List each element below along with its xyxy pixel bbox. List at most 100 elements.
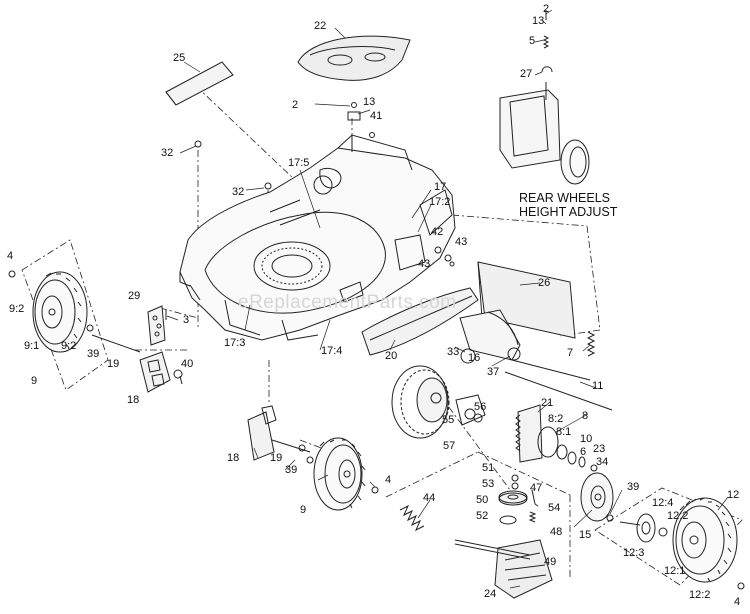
part-callout: 43	[455, 236, 468, 248]
part-18-bracket-left	[139, 351, 183, 393]
part-callout: 24	[484, 588, 497, 600]
part-22-cover	[297, 35, 411, 81]
part-callout: 20	[385, 350, 398, 362]
part-callout: 49	[544, 556, 557, 568]
part-callout: 47	[530, 482, 543, 494]
drive-gear-stack	[515, 404, 598, 472]
part-callout: 4	[385, 474, 392, 486]
part-callout: 19	[270, 452, 283, 464]
part-callout: 9:2	[9, 303, 25, 315]
part-callout: 7	[567, 347, 574, 359]
part-callout: 42	[431, 226, 444, 238]
watermark: eReplacementParts.com	[238, 292, 457, 313]
part-callout: 4	[7, 250, 14, 262]
part-callout: 43	[418, 258, 431, 270]
part-callout: 9	[31, 375, 38, 387]
part-callout: 33	[447, 346, 460, 358]
part-42-43-hardware	[434, 246, 455, 267]
part-callout: 13	[532, 15, 545, 27]
inset-height-adjust	[499, 10, 590, 185]
part-callout: 44	[423, 492, 436, 504]
part-callout: 41	[370, 110, 383, 122]
front-wheel-center	[306, 437, 379, 511]
part-55-56-bearing	[455, 394, 486, 426]
part-callout: 15	[579, 529, 592, 541]
part-callout: 8:2	[548, 413, 564, 425]
part-11-cable	[504, 371, 613, 411]
part-20-baffle	[361, 287, 479, 356]
part-callout: 27	[520, 68, 533, 80]
rear-axle-assembly	[459, 309, 591, 381]
part-callout: 10	[580, 433, 593, 445]
part-callout: 17:5	[288, 157, 310, 169]
part-callout: 4	[734, 596, 741, 608]
inset-caption-line2: HEIGHT ADJUST	[519, 205, 618, 219]
part-callout: 54	[548, 502, 561, 514]
part-callout: 12	[727, 489, 740, 501]
part-7-spring	[586, 331, 596, 357]
part-callout: 32	[232, 186, 245, 198]
part-callout: 22	[314, 20, 327, 32]
part-callout: 57	[443, 440, 456, 452]
inset-caption-line1: REAR WHEELS	[519, 191, 610, 205]
part-callout: 8:1	[556, 426, 572, 438]
part-callout: 11	[592, 380, 604, 392]
rear-wheel-left	[391, 365, 450, 439]
part-callout: 12:2	[667, 510, 689, 522]
part-callout: 2	[292, 99, 299, 111]
rear-wheel-right	[594, 487, 745, 590]
part-callout: 12:1	[664, 565, 686, 577]
part-callout: 2	[543, 3, 550, 15]
part-callout: 5	[529, 35, 536, 47]
part-callout: 51	[482, 462, 495, 474]
part-18-bracket-center	[247, 405, 311, 461]
part-25-handle	[165, 61, 234, 106]
part-callout: 17	[434, 181, 447, 193]
part-callout: 8	[582, 410, 589, 422]
part-callout: 48	[550, 526, 563, 538]
part-44-spring	[399, 504, 425, 532]
transmission-assembly	[454, 474, 553, 599]
part-callout: 18	[227, 452, 240, 464]
part-15-hub	[580, 472, 614, 522]
label-leaders	[166, 9, 729, 589]
part-callout: 55	[442, 414, 455, 426]
part-callout: 12:2	[689, 589, 711, 601]
front-wheel-left	[8, 239, 141, 391]
part-callout: 50	[476, 494, 489, 506]
part-callout: 32	[161, 147, 174, 159]
part-callout: 39	[285, 464, 298, 476]
part-callout: 13	[363, 96, 376, 108]
part-callout: 21	[541, 397, 554, 409]
part-callout: 3	[183, 314, 190, 326]
part-callout: 17:2	[429, 196, 451, 208]
part-callout: 19	[107, 358, 120, 370]
part-callout: 16	[468, 352, 481, 364]
part-callout: 9:2	[61, 340, 77, 352]
part-29-plate	[147, 305, 167, 346]
part-callout: 12:3	[623, 547, 645, 559]
mower-deck	[179, 134, 456, 341]
part-callout: 34	[596, 456, 609, 468]
part-callout: 17:4	[321, 345, 343, 357]
part-callout: 52	[476, 510, 489, 522]
part-callout: 39	[627, 481, 640, 493]
part-callout: 18	[127, 394, 140, 406]
part-callout: 56	[474, 401, 487, 413]
part-callout: 40	[181, 358, 194, 370]
part-callout: 6	[580, 446, 587, 458]
part-callout: 29	[128, 290, 141, 302]
part-callout: 53	[482, 478, 495, 490]
part-callout: 26	[538, 277, 551, 289]
part-callout: 23	[593, 443, 606, 455]
part-callout: 39	[87, 348, 100, 360]
part-callout: 9:1	[24, 340, 40, 352]
part-callout: 17:3	[224, 337, 246, 349]
part-callout: 12:4	[652, 497, 674, 509]
part-callout: 25	[173, 52, 186, 64]
part-callout: 9	[300, 504, 307, 516]
top-hardware	[194, 102, 375, 190]
part-callout: 37	[487, 366, 500, 378]
